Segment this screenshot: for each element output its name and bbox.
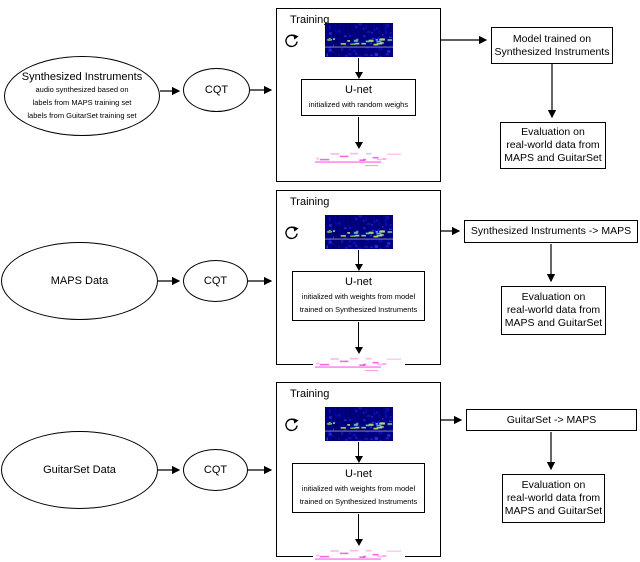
cqt-label: CQT bbox=[204, 84, 229, 96]
spectrogram-image bbox=[324, 23, 393, 57]
evaluation-line: MAPS and GuitarSet bbox=[504, 152, 602, 164]
evaluation-line: Evaluation on bbox=[521, 291, 586, 303]
down-arrow bbox=[357, 442, 360, 457]
pianoroll-image bbox=[312, 149, 405, 169]
source-subline: labels from MAPS training set bbox=[32, 97, 132, 107]
cycle-icon bbox=[285, 418, 299, 432]
evaluation-box: Evaluation on real-world data from MAPS … bbox=[501, 286, 606, 335]
result-box-synth-to-maps: Synthesized Instruments -> MAPS bbox=[464, 220, 638, 243]
result-line: Synthesized Instruments -> MAPS bbox=[470, 225, 632, 237]
unet-box: U-net initialized with random weighs bbox=[300, 79, 417, 116]
evaluation-line: MAPS and GuitarSet bbox=[504, 505, 603, 517]
unet-subline: trained on Synthesized Instruments bbox=[299, 497, 418, 506]
source-subline: labels from GuitarSet training set bbox=[27, 110, 137, 120]
source-title: MAPS Data bbox=[50, 275, 109, 287]
cqt-label: CQT bbox=[203, 275, 228, 287]
cycle-icon bbox=[285, 226, 299, 240]
source-subline: audio synthesized based on bbox=[35, 84, 129, 94]
unet-subline: initialized with weights from model bbox=[301, 292, 416, 301]
source-ellipse-guitarset-data: GuitarSet Data bbox=[1, 431, 158, 509]
training-label: Training bbox=[290, 14, 330, 26]
result-line: Synthesized Instruments bbox=[494, 45, 610, 58]
down-arrow bbox=[357, 514, 360, 540]
pianoroll-image bbox=[312, 546, 405, 562]
result-line: GuitarSet -> MAPS bbox=[506, 413, 597, 426]
cycle-icon bbox=[285, 34, 299, 48]
evaluation-line: real-world data from bbox=[506, 492, 601, 504]
unet-subline: initialized with weights from model bbox=[301, 484, 416, 493]
down-arrow bbox=[357, 117, 360, 143]
training-box: Training U-net initialized with random w… bbox=[276, 8, 441, 182]
cqt-ellipse: CQT bbox=[183, 449, 248, 491]
pianoroll-image bbox=[312, 354, 405, 374]
result-line: Model trained on bbox=[512, 32, 592, 45]
cqt-ellipse: CQT bbox=[183, 260, 248, 302]
source-title: Synthesized Instruments bbox=[21, 70, 143, 83]
evaluation-line: Evaluation on bbox=[521, 126, 585, 138]
evaluation-box: Evaluation on real-world data from MAPS … bbox=[500, 122, 606, 169]
down-arrow bbox=[357, 322, 360, 348]
spectrogram-image bbox=[324, 407, 393, 441]
unet-subline: initialized with random weighs bbox=[308, 100, 409, 109]
unet-subline: trained on Synthesized Instruments bbox=[299, 305, 418, 314]
result-box-guitarset-to-maps: GuitarSet -> MAPS bbox=[466, 409, 637, 431]
cqt-label: CQT bbox=[203, 464, 228, 476]
evaluation-line: real-world data from bbox=[506, 139, 600, 151]
evaluation-line: real-world data from bbox=[506, 304, 601, 316]
evaluation-box: Evaluation on real-world data from MAPS … bbox=[502, 474, 605, 523]
unet-title: U-net bbox=[345, 84, 372, 96]
unet-title: U-net bbox=[345, 468, 372, 480]
down-arrow bbox=[357, 58, 360, 73]
training-box: Training U-net initialized with weights … bbox=[276, 382, 441, 562]
evaluation-line: Evaluation on bbox=[521, 479, 586, 491]
source-title: GuitarSet Data bbox=[43, 464, 116, 476]
unet-box: U-net initialized with weights from mode… bbox=[291, 463, 426, 513]
unet-title: U-net bbox=[345, 276, 372, 288]
spectrogram-image bbox=[324, 215, 393, 249]
cqt-ellipse: CQT bbox=[183, 68, 250, 112]
training-label: Training bbox=[290, 388, 330, 400]
down-arrow bbox=[357, 250, 360, 265]
result-box-model-trained: Model trained on Synthesized Instruments bbox=[491, 27, 613, 64]
source-ellipse-synthesized-instruments: Synthesized Instruments audio synthesize… bbox=[4, 56, 160, 136]
training-box: Training U-net initialized with weights … bbox=[276, 190, 441, 374]
evaluation-line: MAPS and GuitarSet bbox=[504, 317, 603, 329]
training-label: Training bbox=[290, 196, 330, 208]
unet-box: U-net initialized with weights from mode… bbox=[291, 271, 426, 321]
source-ellipse-maps-data: MAPS Data bbox=[1, 242, 158, 320]
